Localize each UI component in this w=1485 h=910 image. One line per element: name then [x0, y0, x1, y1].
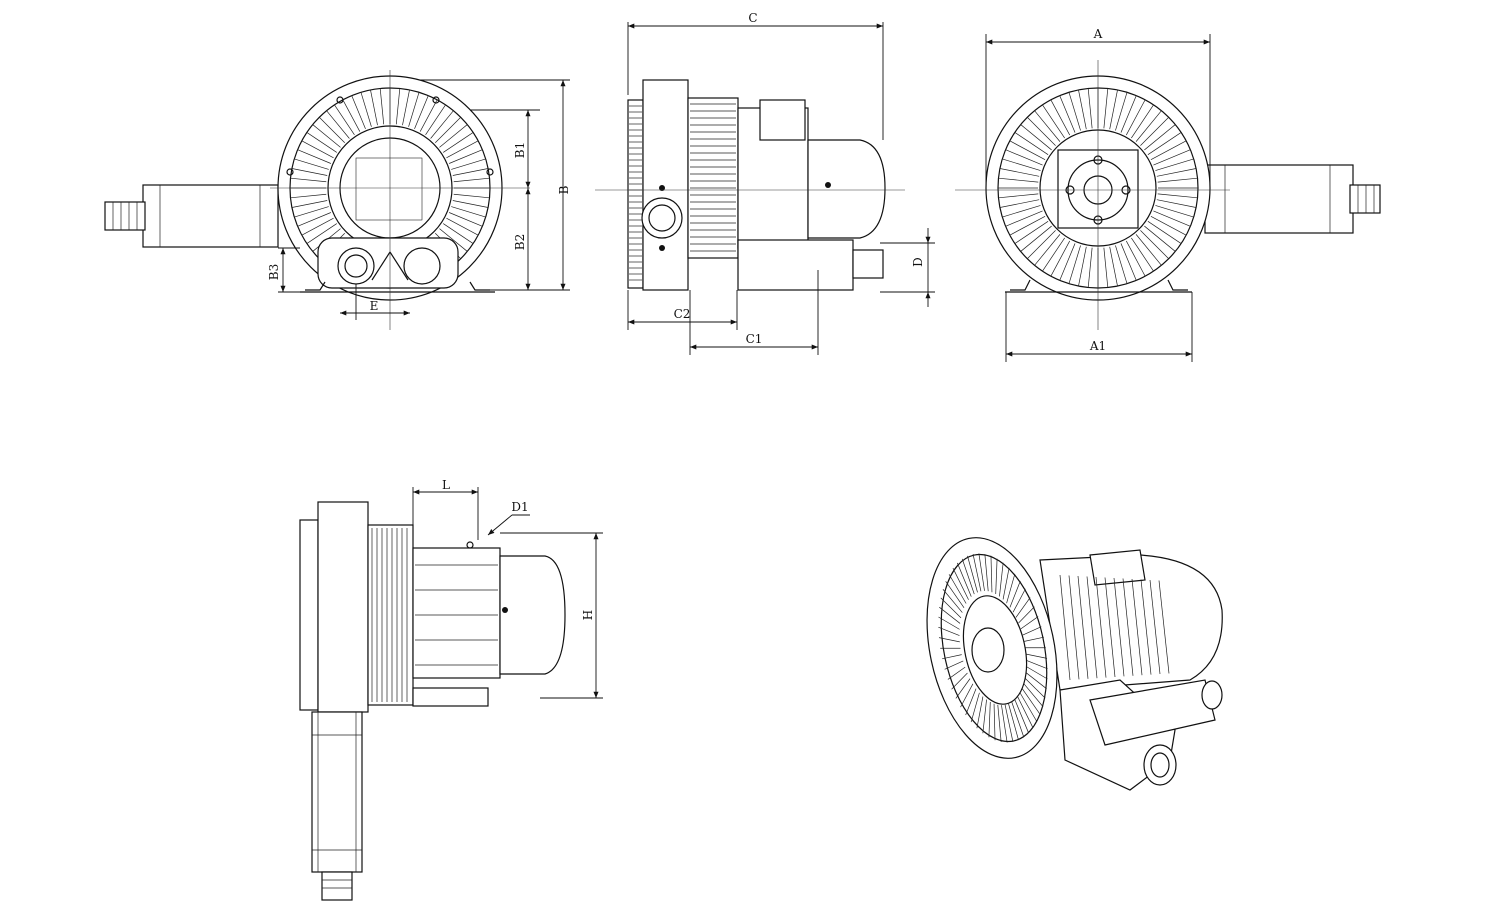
- dim-label-c: C: [748, 11, 757, 25]
- side-view: C C2 C1 D: [595, 11, 935, 355]
- dim-label-b1: B1: [513, 142, 527, 158]
- iso-hub: [972, 628, 1004, 672]
- terminal-box: [760, 100, 805, 140]
- dim-label-b: B: [557, 185, 571, 194]
- dim-label-c1: C1: [746, 332, 763, 346]
- top-motor-body: [413, 548, 500, 678]
- iso-terminal-box: [1090, 550, 1145, 585]
- isometric-view: [908, 526, 1222, 790]
- top-hose-barb: [322, 872, 352, 900]
- top-fin-block: [368, 525, 413, 705]
- side-hose-barb: [853, 250, 883, 278]
- side-port: [642, 198, 682, 238]
- dim-label-a1: A1: [1089, 339, 1106, 353]
- dim-label-b2: B2: [513, 234, 527, 250]
- side-cover: [628, 100, 643, 288]
- dim-label-h: H: [581, 610, 595, 620]
- top-cover: [300, 520, 318, 710]
- rear-view: A A1: [955, 27, 1380, 362]
- dim-label-c2: C2: [674, 307, 691, 321]
- dim-label-l: L: [442, 478, 450, 492]
- dim-label-d1: D1: [511, 500, 528, 514]
- rear-hose-barb: [1350, 185, 1380, 213]
- iso-outlet: [1144, 745, 1176, 785]
- rear-outlet-pipe: [1205, 165, 1353, 233]
- top-base: [413, 688, 488, 706]
- port-right: [404, 248, 440, 284]
- dim-label-a: A: [1093, 27, 1103, 41]
- dim-label-b3: B3: [267, 264, 281, 280]
- top-motor-cap: [500, 556, 565, 674]
- dim-label-d: D: [911, 257, 925, 267]
- top-view: L D1 H: [300, 478, 603, 900]
- hose-barb: [105, 202, 145, 230]
- dim-label-e: E: [370, 299, 379, 313]
- port-left: [338, 248, 374, 284]
- top-impeller-housing: [318, 502, 368, 712]
- fin-block: [688, 98, 738, 258]
- impeller-housing: [643, 80, 688, 290]
- outlet-pipe: [143, 185, 278, 247]
- motor-end-cap: [808, 140, 885, 238]
- top-outlet-pipe: [312, 712, 362, 872]
- front-view: B B1 B2 B3 E: [105, 70, 571, 330]
- base-duct: [738, 240, 853, 290]
